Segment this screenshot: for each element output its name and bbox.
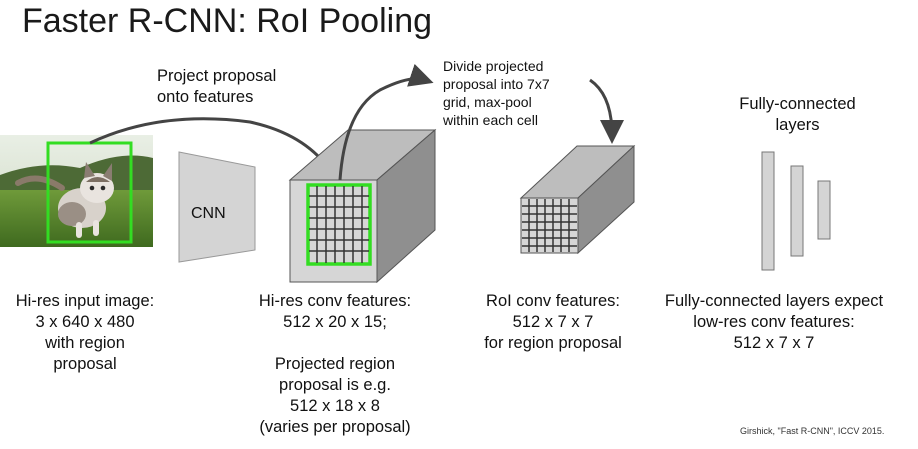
roi-grid (522, 199, 577, 252)
caption-line: Fully-connected layers expect (664, 292, 884, 310)
fc-annotation-line: Fully-connected (739, 95, 856, 113)
caption-line: 512 x 18 x 8 (290, 397, 380, 415)
roi-feature-block (519, 144, 636, 255)
cnn-block (178, 151, 256, 263)
caption-line: 512 x 7 x 7 (512, 313, 594, 331)
cnn-label: CNN (191, 205, 226, 222)
roi-caption: RoI conv features: 512 x 7 x 7 for regio… (468, 291, 638, 354)
caption-line: Hi-res conv features: (258, 292, 412, 310)
divide-annotation: Divide projected proposal into 7x7 grid,… (443, 57, 550, 129)
divide-annotation-line: proposal into 7x7 (443, 76, 550, 92)
project-annotation-line: Project proposal (157, 67, 277, 85)
caption-line: for region proposal (484, 334, 622, 352)
project-annotation: Project proposal onto features (157, 66, 276, 108)
caption-line: Projected region (274, 355, 396, 373)
project-annotation-line: onto features (157, 88, 254, 106)
fc-caption: Fully-connected layers expect low-res co… (648, 291, 900, 354)
input-caption: Hi-res input image: 3 x 640 x 480 with r… (5, 291, 165, 375)
caption-line: proposal (53, 355, 117, 373)
divide-arrow-down (589, 78, 624, 144)
caption-line: (varies per proposal) (259, 418, 411, 436)
caption-line (250, 333, 420, 354)
caption-line: low-res conv features: (693, 313, 855, 331)
caption-line: 3 x 640 x 480 (35, 313, 135, 331)
input-image (0, 135, 153, 247)
caption-line: Hi-res input image: (15, 292, 155, 310)
divide-annotation-line: grid, max-pool (443, 94, 532, 110)
caption-line: 512 x 20 x 15; (283, 313, 387, 331)
divide-annotation-line: within each cell (443, 112, 538, 128)
projected-region-grid (309, 186, 369, 263)
fc-layer-1 (761, 151, 775, 271)
conv-caption: Hi-res conv features: 512 x 20 x 15; Pro… (250, 291, 420, 438)
caption-line: proposal is e.g. (279, 376, 391, 394)
caption-line: with region (45, 334, 125, 352)
fc-layer-3 (817, 180, 831, 240)
slide-title: Faster R-CNN: RoI Pooling (22, 2, 433, 40)
region-proposal-box (46, 141, 133, 244)
caption-line: 512 x 7 x 7 (733, 334, 815, 352)
divide-arrow-up (338, 63, 434, 181)
project-arrow (89, 117, 340, 186)
kitten-figure (15, 162, 114, 238)
fc-annotation-line: layers (775, 116, 820, 134)
citation: Girshick, "Fast R-CNN", ICCV 2015. (740, 426, 885, 436)
caption-line: RoI conv features: (486, 292, 620, 310)
divide-annotation-line: Divide projected (443, 58, 544, 74)
fc-annotation: Fully-connected layers (730, 94, 865, 136)
fc-layer-2 (790, 165, 804, 257)
